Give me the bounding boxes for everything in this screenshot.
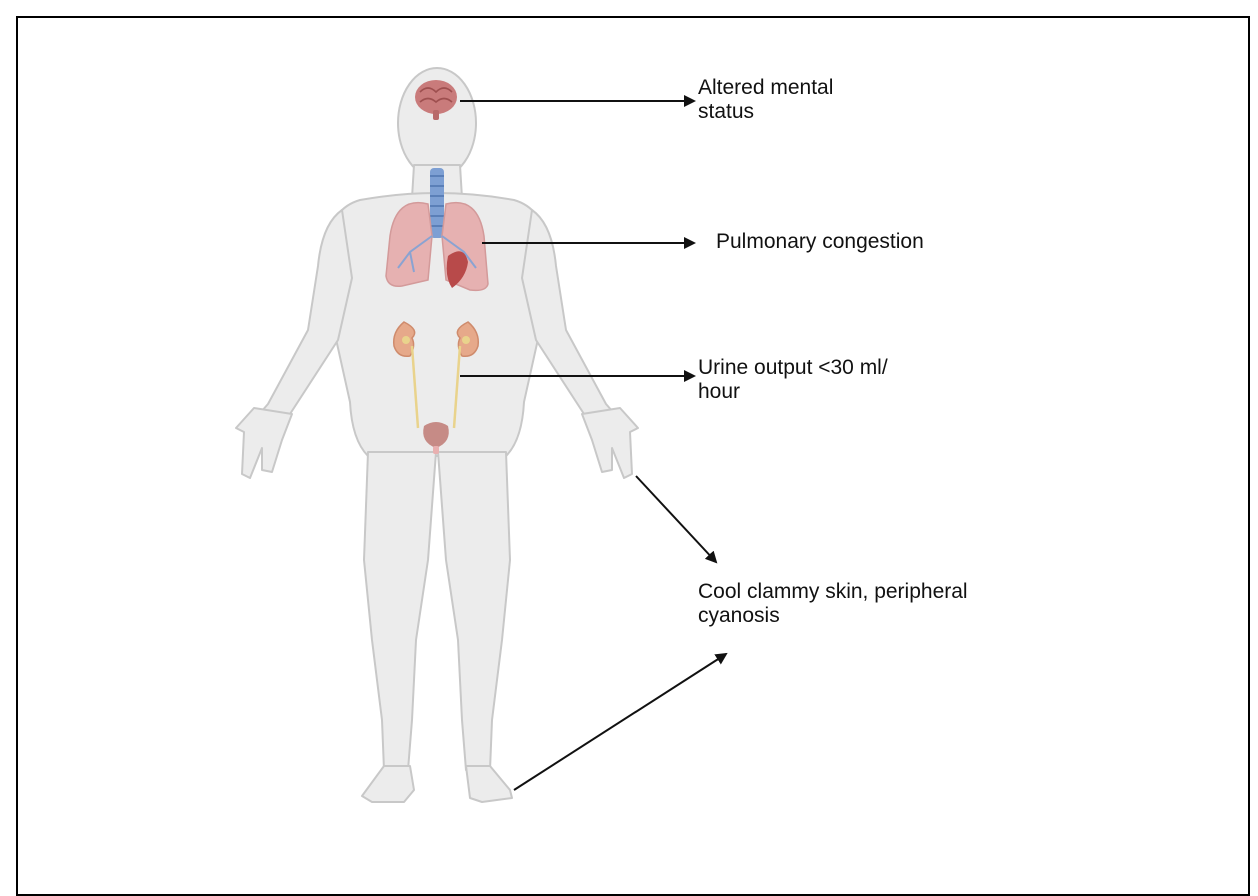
arrow-skin-foot (514, 654, 726, 790)
trachea-icon (430, 168, 444, 238)
left-hand (236, 408, 292, 478)
label-cool-clammy-skin: Cool clammy skin, peripheral cyanosis (698, 580, 968, 628)
arrow-skin-hand (636, 476, 716, 562)
right-leg (438, 452, 510, 770)
label-altered-mental-status: Altered mental status (698, 76, 833, 124)
label-urine-output: Urine output <30 ml/ hour (698, 356, 888, 404)
left-leg (364, 452, 436, 770)
left-arm (254, 210, 352, 430)
right-foot (466, 766, 512, 802)
left-foot (362, 766, 414, 802)
label-pulmonary-congestion: Pulmonary congestion (716, 230, 924, 254)
right-hand (582, 408, 638, 478)
